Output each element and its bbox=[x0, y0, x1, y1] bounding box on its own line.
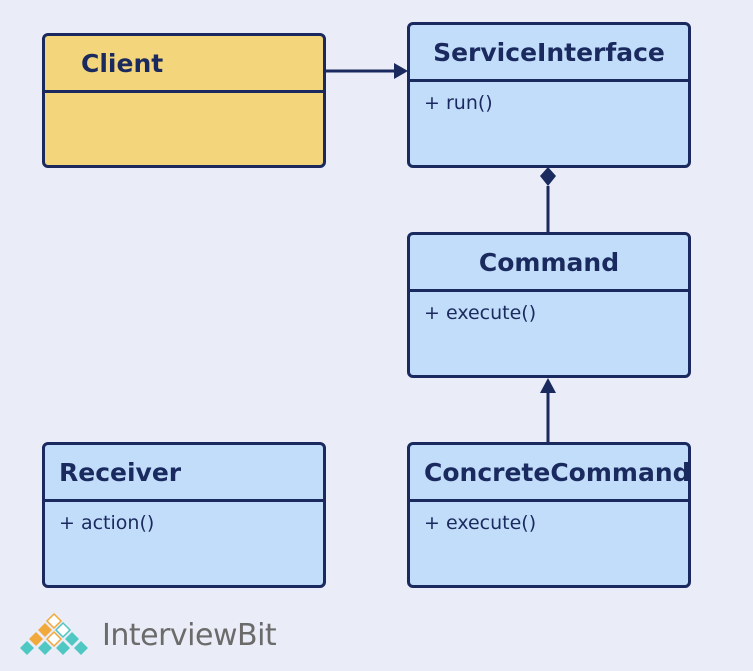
receiver-class-members: + action() bbox=[59, 512, 155, 534]
receiver-class: Receiver + action() bbox=[42, 442, 326, 588]
interviewbit-logo: InterviewBit bbox=[14, 612, 277, 658]
client-class-name: Client bbox=[45, 36, 323, 93]
interviewbit-logo-text: InterviewBit bbox=[102, 617, 277, 653]
command-class-name: Command bbox=[410, 235, 688, 292]
association-arrowhead bbox=[394, 63, 408, 79]
command-class: Command + execute() bbox=[407, 232, 691, 378]
command-class-members: + execute() bbox=[424, 302, 537, 324]
concrete-command-class: ConcreteCommand + execute() bbox=[407, 442, 691, 588]
service-interface-class: ServiceInterface + run() bbox=[407, 22, 691, 168]
interviewbit-logo-icon bbox=[20, 612, 88, 655]
service-interface-class-members: + run() bbox=[424, 92, 493, 114]
client-class: Client bbox=[42, 33, 326, 168]
composition-diamond bbox=[540, 167, 556, 186]
concrete-command-class-name: ConcreteCommand bbox=[410, 445, 688, 502]
service-interface-class-name: ServiceInterface bbox=[410, 25, 688, 82]
client-class-members bbox=[45, 93, 323, 103]
receiver-class-name: Receiver bbox=[45, 445, 323, 502]
concrete-command-class-members: + execute() bbox=[424, 512, 537, 534]
generalization-arrowhead bbox=[540, 378, 556, 393]
